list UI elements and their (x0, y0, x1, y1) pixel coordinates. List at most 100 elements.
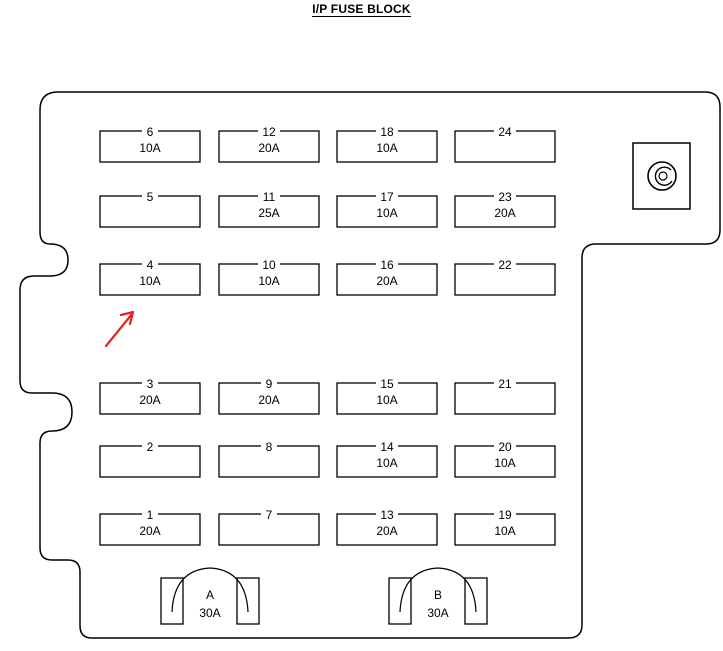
label-gap (258, 194, 280, 199)
breaker-amperage-label: 30A (199, 606, 220, 620)
fuse-block-housing (19, 91, 721, 639)
fuse-number-label: 6 (147, 125, 154, 139)
fuse-5: 5 (99, 190, 201, 228)
fuse-amperage-label: 10A (376, 206, 397, 220)
label-gap (494, 381, 516, 386)
fuse-amperage-label: 20A (376, 524, 397, 538)
label-gap (376, 129, 398, 134)
label-gap (142, 129, 158, 134)
fuse-amperage-label: 25A (258, 206, 279, 220)
red-arrow-annotation-icon (104, 310, 135, 348)
label-gap (261, 512, 277, 517)
fuse-outline (218, 445, 320, 478)
fuse-7: 7 (218, 508, 320, 546)
fuse-outline (99, 195, 201, 228)
label-gap (376, 262, 398, 267)
label-gap (376, 194, 398, 199)
fuse-amperage-label: 10A (139, 274, 160, 288)
fuse-number-label: 13 (380, 508, 394, 522)
fuse-amperage-label: 20A (258, 393, 279, 407)
label-gap (142, 194, 158, 199)
fuse-number-label: 21 (498, 377, 512, 391)
fuse-number-label: 8 (266, 440, 273, 454)
fuses-layer: 610A5410A320A2120A1220A1125A1010A920A871… (99, 125, 556, 546)
fuse-outline (99, 513, 201, 546)
breaker-terminal-left (160, 577, 184, 625)
fuse-number-label: 23 (498, 190, 512, 204)
fuse-outline (454, 195, 556, 228)
circuit-breaker-a: A 30A (160, 567, 260, 625)
connector-socket-icon (632, 142, 691, 210)
fuse-amperage-label: 20A (494, 206, 515, 220)
fuse-number-label: 22 (498, 258, 512, 272)
breaker-terminal-right (464, 577, 488, 625)
label-gap (376, 512, 398, 517)
breaker-terminal-left (388, 577, 412, 625)
fuse-22: 22 (454, 258, 556, 296)
fuse-8: 8 (218, 440, 320, 478)
label-gap (258, 129, 280, 134)
label-gap (494, 129, 516, 134)
label-gap (261, 444, 277, 449)
fuse-number-label: 24 (498, 125, 512, 139)
label-gap (494, 262, 516, 267)
label-gap (494, 512, 516, 517)
fuse-number-label: 10 (262, 258, 276, 272)
fuse-amperage-label: 10A (494, 456, 515, 470)
breaker-letter-label: B (434, 588, 442, 602)
breaker-terminal-right (236, 577, 260, 625)
fuse-number-label: 18 (380, 125, 394, 139)
fuse-number-label: 4 (147, 258, 154, 272)
fuse-number-label: 17 (380, 190, 394, 204)
breaker-letter-label: A (206, 588, 214, 602)
fuse-number-label: 19 (498, 508, 512, 522)
label-gap (142, 262, 158, 267)
label-gap (258, 262, 280, 267)
fuse-number-label: 9 (266, 377, 273, 391)
fuse-outline (454, 445, 556, 478)
fuse-outline (218, 513, 320, 546)
fuse-amperage-label: 20A (376, 274, 397, 288)
fuse-amperage-label: 20A (139, 524, 160, 538)
fuse-number-label: 20 (498, 440, 512, 454)
label-gap (376, 381, 398, 386)
diagram-title-text: I/P FUSE BLOCK (312, 2, 411, 17)
fuse-number-label: 5 (147, 190, 154, 204)
fuse-outline (99, 382, 201, 415)
breaker-arc (399, 567, 477, 613)
fuse-number-label: 3 (147, 377, 154, 391)
fuse-21: 21 (454, 377, 556, 415)
fuse-amperage-label: 20A (258, 141, 279, 155)
fuse-number-label: 12 (262, 125, 276, 139)
fuse-outline (454, 130, 556, 163)
fuse-outline (99, 130, 201, 163)
fuse-number-label: 11 (263, 190, 276, 204)
label-gap (142, 381, 158, 386)
fuse-number-label: 14 (380, 440, 394, 454)
fuse-amperage-label: 10A (376, 141, 397, 155)
fuse-outline (99, 263, 201, 296)
fuse-outline (454, 382, 556, 415)
fuse-number-label: 1 (147, 508, 154, 522)
fuse-number-label: 16 (380, 258, 394, 272)
fuse-outline (336, 513, 438, 546)
label-gap (494, 444, 516, 449)
diagram-title: I/P FUSE BLOCK (0, 2, 723, 17)
label-gap (142, 512, 158, 517)
fuse-amperage-label: 10A (494, 524, 515, 538)
